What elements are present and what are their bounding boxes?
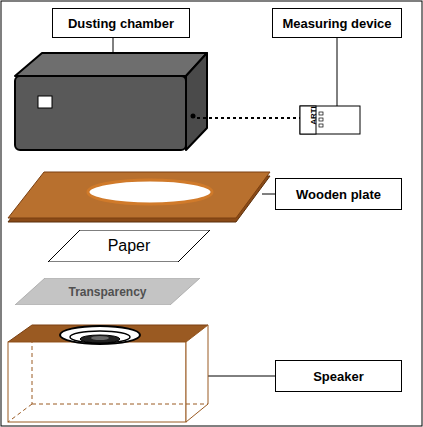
cable <box>197 117 300 119</box>
leader-line <box>113 38 114 53</box>
paper-sheet: Paper <box>48 230 210 262</box>
node-label: Measuring device <box>282 16 391 31</box>
leader-line <box>205 376 275 377</box>
wooden-plate <box>8 172 270 222</box>
label-box: Wooden plate <box>275 178 402 210</box>
node-label: Dusting chamber <box>68 16 174 31</box>
node-label: Speaker <box>313 369 364 384</box>
transparency-sheet: Transparency <box>15 278 200 305</box>
dusting-chamber <box>15 53 207 150</box>
node-label: Paper <box>108 237 151 255</box>
leader-line <box>337 38 338 106</box>
label-box: Speaker <box>275 360 402 392</box>
leader-line <box>262 194 275 195</box>
speaker <box>8 325 208 422</box>
node-label: Wooden plate <box>296 187 381 202</box>
node-label: Transparency <box>68 285 146 299</box>
label-box: Dusting chamber <box>52 8 190 38</box>
device-label: ARTI <box>308 106 317 125</box>
label-box: Measuring device <box>272 8 402 38</box>
measuring-device <box>300 106 360 134</box>
